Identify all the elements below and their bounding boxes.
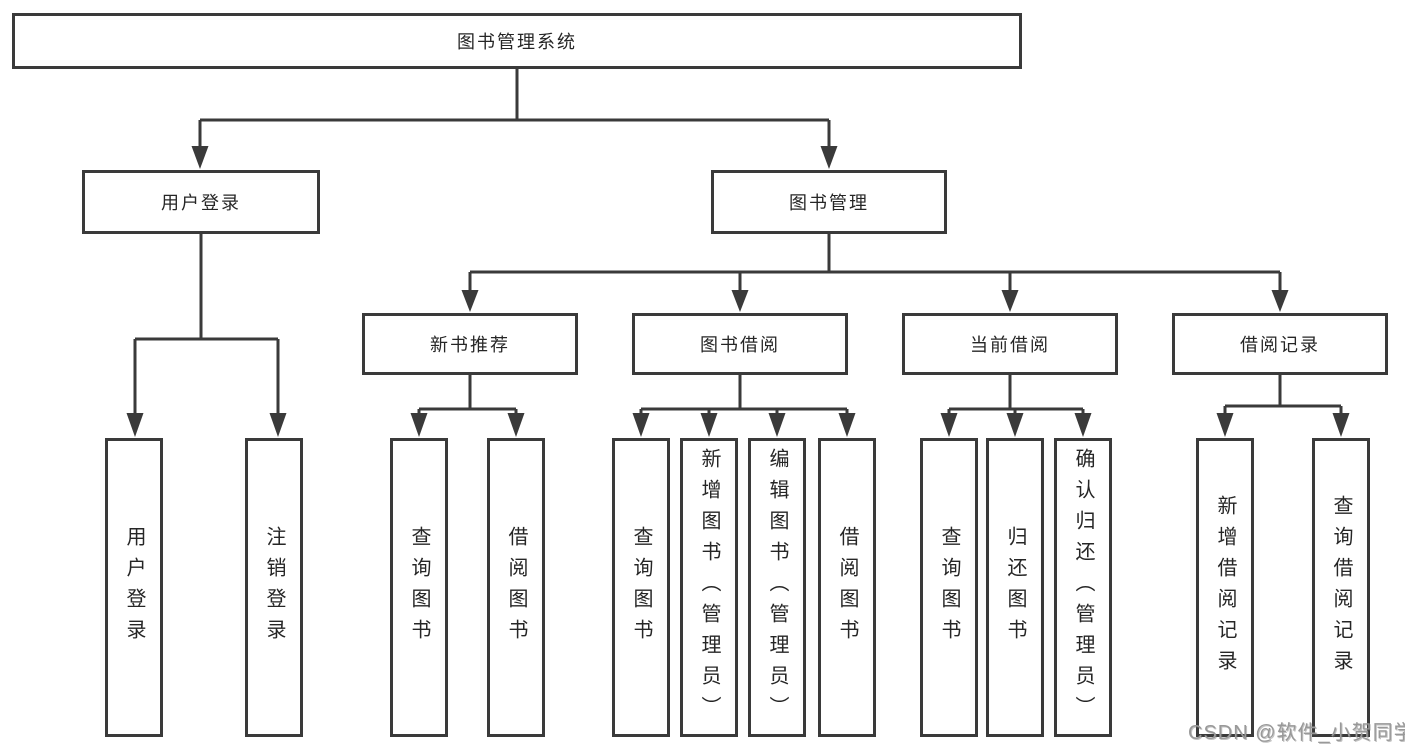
node-borrow-records: 借阅记录 (1172, 313, 1388, 375)
connector-book-borrow-children (632, 375, 856, 437)
leaf-query-books-borrow: 查询图书 (612, 438, 670, 737)
leaf-query-books-recommend: 查询图书 (390, 438, 448, 737)
leaf-borrow-books: 借阅图书 (818, 438, 876, 737)
node-library-management-system: 图书管理系统 (12, 13, 1022, 69)
leaf-add-borrow-record: 新增借阅记录 (1196, 438, 1254, 737)
leaf-return-books: 归还图书 (986, 438, 1044, 737)
leaf-confirm-return-admin: 确认归还（管理员） (1054, 438, 1112, 737)
csdn-watermark: CSDN @软件_小贺同学 (1188, 722, 1405, 744)
leaf-add-books-admin: 新增图书（管理员） (680, 438, 738, 737)
node-user-login: 用户登录 (82, 170, 320, 234)
connector-new-book-recommend-children (410, 375, 525, 437)
connector-book-management-children (461, 234, 1289, 312)
connector-current-borrow-children (940, 375, 1092, 437)
leaf-borrow-books-recommend: 借阅图书 (487, 438, 545, 737)
node-book-management: 图书管理 (711, 170, 947, 234)
leaf-user-login: 用户登录 (105, 438, 163, 737)
leaf-edit-books-admin: 编辑图书（管理员） (748, 438, 806, 737)
leaf-query-books-current: 查询图书 (920, 438, 978, 737)
node-current-borrow: 当前借阅 (902, 313, 1118, 375)
leaf-logout: 注销登录 (245, 438, 303, 737)
connector-user-login-children (126, 234, 287, 437)
leaf-query-borrow-record: 查询借阅记录 (1312, 438, 1370, 737)
connector-borrow-records-children (1216, 375, 1350, 437)
node-book-borrow: 图书借阅 (632, 313, 848, 375)
connector-root-to-level2 (191, 69, 838, 169)
node-new-book-recommend: 新书推荐 (362, 313, 578, 375)
